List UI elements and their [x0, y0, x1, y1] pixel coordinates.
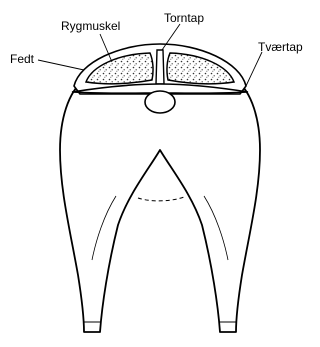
label-fat: Fedt [10, 53, 34, 65]
back-muscle-right [167, 53, 234, 84]
label-spinous-process: Torntap [164, 12, 204, 24]
vertebral-body [145, 91, 175, 113]
label-back-muscle: Rygmuskel [61, 20, 120, 32]
back-muscle-left [86, 53, 153, 84]
spinous-process [156, 50, 164, 84]
dashed-line [138, 197, 184, 201]
leader-line-fat [38, 60, 84, 70]
leader-line-transverse-process [246, 52, 262, 86]
label-transverse-process: Tværtap [258, 41, 303, 53]
carcass-outline [60, 80, 260, 332]
